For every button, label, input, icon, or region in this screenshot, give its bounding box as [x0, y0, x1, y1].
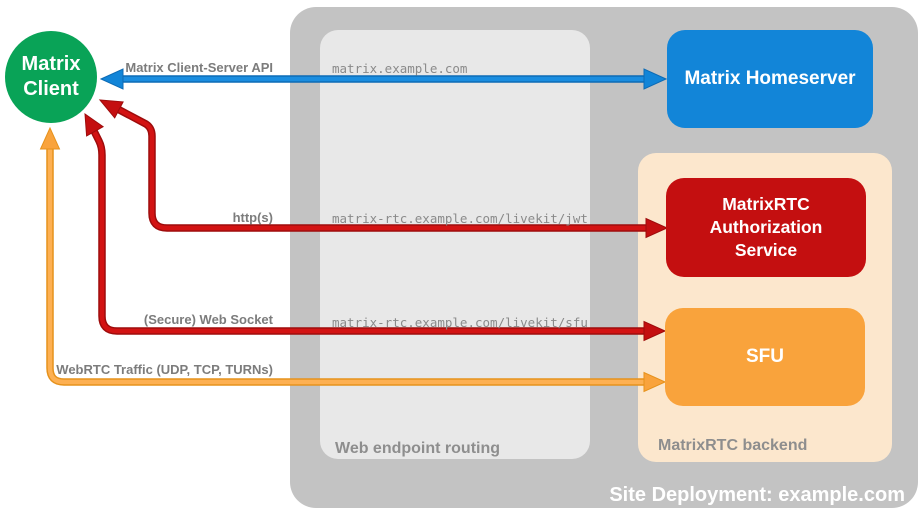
- web-socket-arrow-label: (Secure) Web Socket: [143, 312, 273, 327]
- endpoint-matrix-url: matrix.example.com: [332, 61, 468, 76]
- endpoint-livekit-jwt-url: matrix-rtc.example.com/livekit/jwt: [332, 211, 588, 226]
- matrixrtc-authorization-service-label: MatrixRTC Authorization Service: [709, 194, 823, 260]
- matrixrtc-authorization-service-node: MatrixRTC Authorization Service: [666, 178, 866, 277]
- matrix-homeserver-label: Matrix Homeserver: [684, 68, 856, 89]
- sfu-label: SFU: [746, 346, 784, 367]
- endpoint-livekit-sfu-url: matrix-rtc.example.com/livekit/sfu: [332, 315, 588, 330]
- matrix-client-label: Matrix Client: [21, 53, 81, 100]
- https-arrow-label: http(s): [232, 210, 273, 225]
- webrtc-traffic-arrow-label: WebRTC Traffic (UDP, TCP, TURNs): [56, 362, 273, 377]
- matrix-client-node: Matrix Client: [5, 31, 97, 123]
- web-endpoint-routing-group: [320, 30, 590, 459]
- sfu-node: SFU: [665, 308, 865, 406]
- site-deployment-caption: Site Deployment: example.com: [609, 484, 905, 506]
- matrix-homeserver-node: Matrix Homeserver: [667, 30, 873, 128]
- web-endpoint-routing-caption: Web endpoint routing: [335, 440, 501, 457]
- matrixrtc-backend-caption: MatrixRTC backend: [658, 437, 808, 454]
- client-server-api-arrow-label: Matrix Client-Server API: [125, 60, 273, 75]
